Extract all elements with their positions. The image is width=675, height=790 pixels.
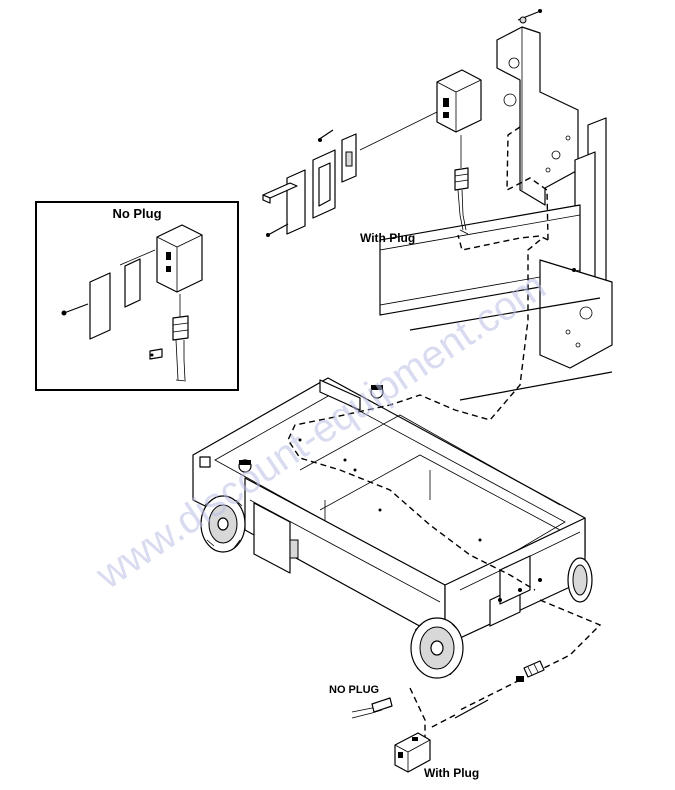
no-plug-inset: No Plug	[35, 201, 239, 391]
mast-assembly	[379, 9, 613, 401]
lower-connector-assembly	[351, 660, 545, 773]
inset-title: No Plug	[112, 206, 161, 221]
no-plug-label-lower: NO PLUG	[329, 684, 379, 696]
chassis	[192, 377, 586, 646]
with-plug-label-upper: With Plug	[360, 231, 415, 245]
electrical-box-with-plug	[262, 69, 482, 237]
with-plug-label-lower: With Plug	[424, 766, 479, 780]
wheel-rear-left	[200, 495, 246, 553]
wheel-front-left	[410, 617, 464, 679]
wire-routes	[287, 126, 602, 738]
wheel-front-right	[567, 557, 593, 603]
